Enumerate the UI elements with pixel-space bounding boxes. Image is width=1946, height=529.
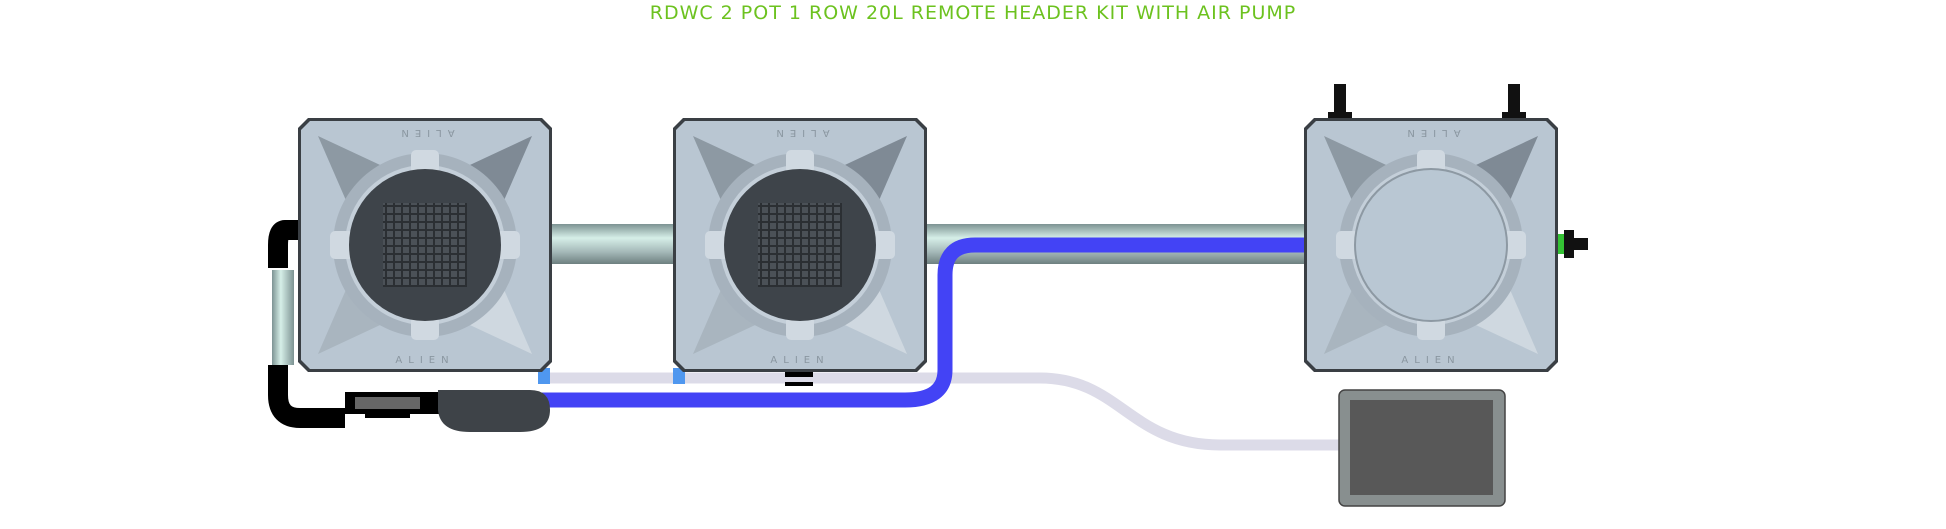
kit-title: RDWC 2 POT 1 ROW 20L REMOTE HEADER KIT W… [649,2,1297,24]
air-tube [540,372,1345,451]
air-pump-panel [1350,400,1493,495]
float-valve-fitting [1556,234,1564,254]
fitting-left [1334,84,1346,114]
pump-inlet-fitting [438,390,550,432]
drain-vertical-pipe [272,270,294,365]
svg-text:ALIEN: ALIEN [1401,127,1460,138]
pot-1: ALIEN ALIEN [298,118,552,372]
connector-1 [538,368,550,384]
net-pot-2 [758,203,842,287]
closed-lid [1354,168,1508,322]
fitting-right [1508,84,1520,114]
air-pump [1338,389,1506,507]
connector-2 [673,368,685,384]
svg-text:ALIEN: ALIEN [770,127,829,138]
svg-text:ALIEN: ALIEN [770,355,829,366]
svg-text:ALIEN: ALIEN [1401,355,1460,366]
svg-text:ALIEN: ALIEN [395,127,454,138]
net-pot-1 [383,203,467,287]
blue-return-tube [540,237,1305,408]
header-tank: ALIEN ALIEN [1304,84,1588,372]
pot-2: ALIEN ALIEN [673,118,927,372]
drain-elbow [268,220,345,428]
svg-text:ALIEN: ALIEN [395,355,454,366]
